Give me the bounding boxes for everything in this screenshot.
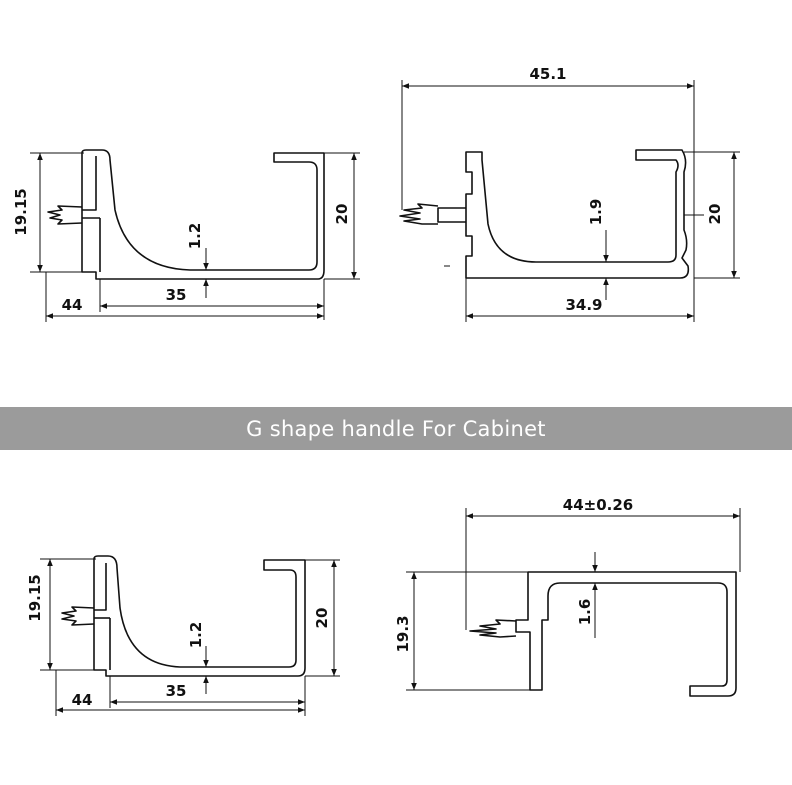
fin-teeth-bottom-right [469,619,517,638]
profile-top-left: 19.15 20 1.2 35 44 [12,149,360,322]
dim-inner-top-right: 34.9 [565,296,602,314]
dim-thickness-bottom-right: 1.6 [576,599,594,626]
profile-bottom-left-outline [93,555,306,677]
dim-height-bottom-right: 19.3 [394,615,412,652]
dim-inner-bottom-left: 35 [166,682,187,700]
dim-thickness-top-left: 1.2 [186,223,204,250]
page-title: G shape handle For Cabinet [246,416,546,441]
profile-top-right: 45.1 20 1.9 34.9 [399,65,740,322]
dim-thickness-top-right: 1.9 [587,199,605,226]
profile-top-right-outline [465,149,690,279]
profile-top-left-outline [81,149,325,280]
profile-bottom-left: 19.15 20 1.2 35 44 [26,555,340,716]
dim-height-bottom-left: 19.15 [26,574,44,621]
dim-inner-top-left: 35 [166,286,187,304]
dim-thickness-bottom-left: 1.2 [187,622,205,649]
fin-teeth-bottom-left [61,606,95,626]
dim-overall-top-right: 45.1 [529,65,566,83]
dim-height-top-left: 19.15 [12,188,30,235]
title-band: G shape handle For Cabinet [0,407,792,450]
dim-overall-bottom-right: 44±0.26 [563,496,633,514]
dim-depth-top-left: 20 [333,204,351,225]
dim-depth-top-right: 20 [706,204,724,225]
profile-bottom-right-outline [515,571,737,697]
dim-depth-bottom-left: 20 [313,608,331,629]
fin-teeth-top-left [47,205,83,225]
profile-bottom-right: 44±0.26 19.3 1.6 [394,496,741,697]
dim-width-top-left: 44 [62,296,83,314]
fin-teeth-top-right [399,203,439,225]
dim-width-bottom-left: 44 [72,691,93,709]
